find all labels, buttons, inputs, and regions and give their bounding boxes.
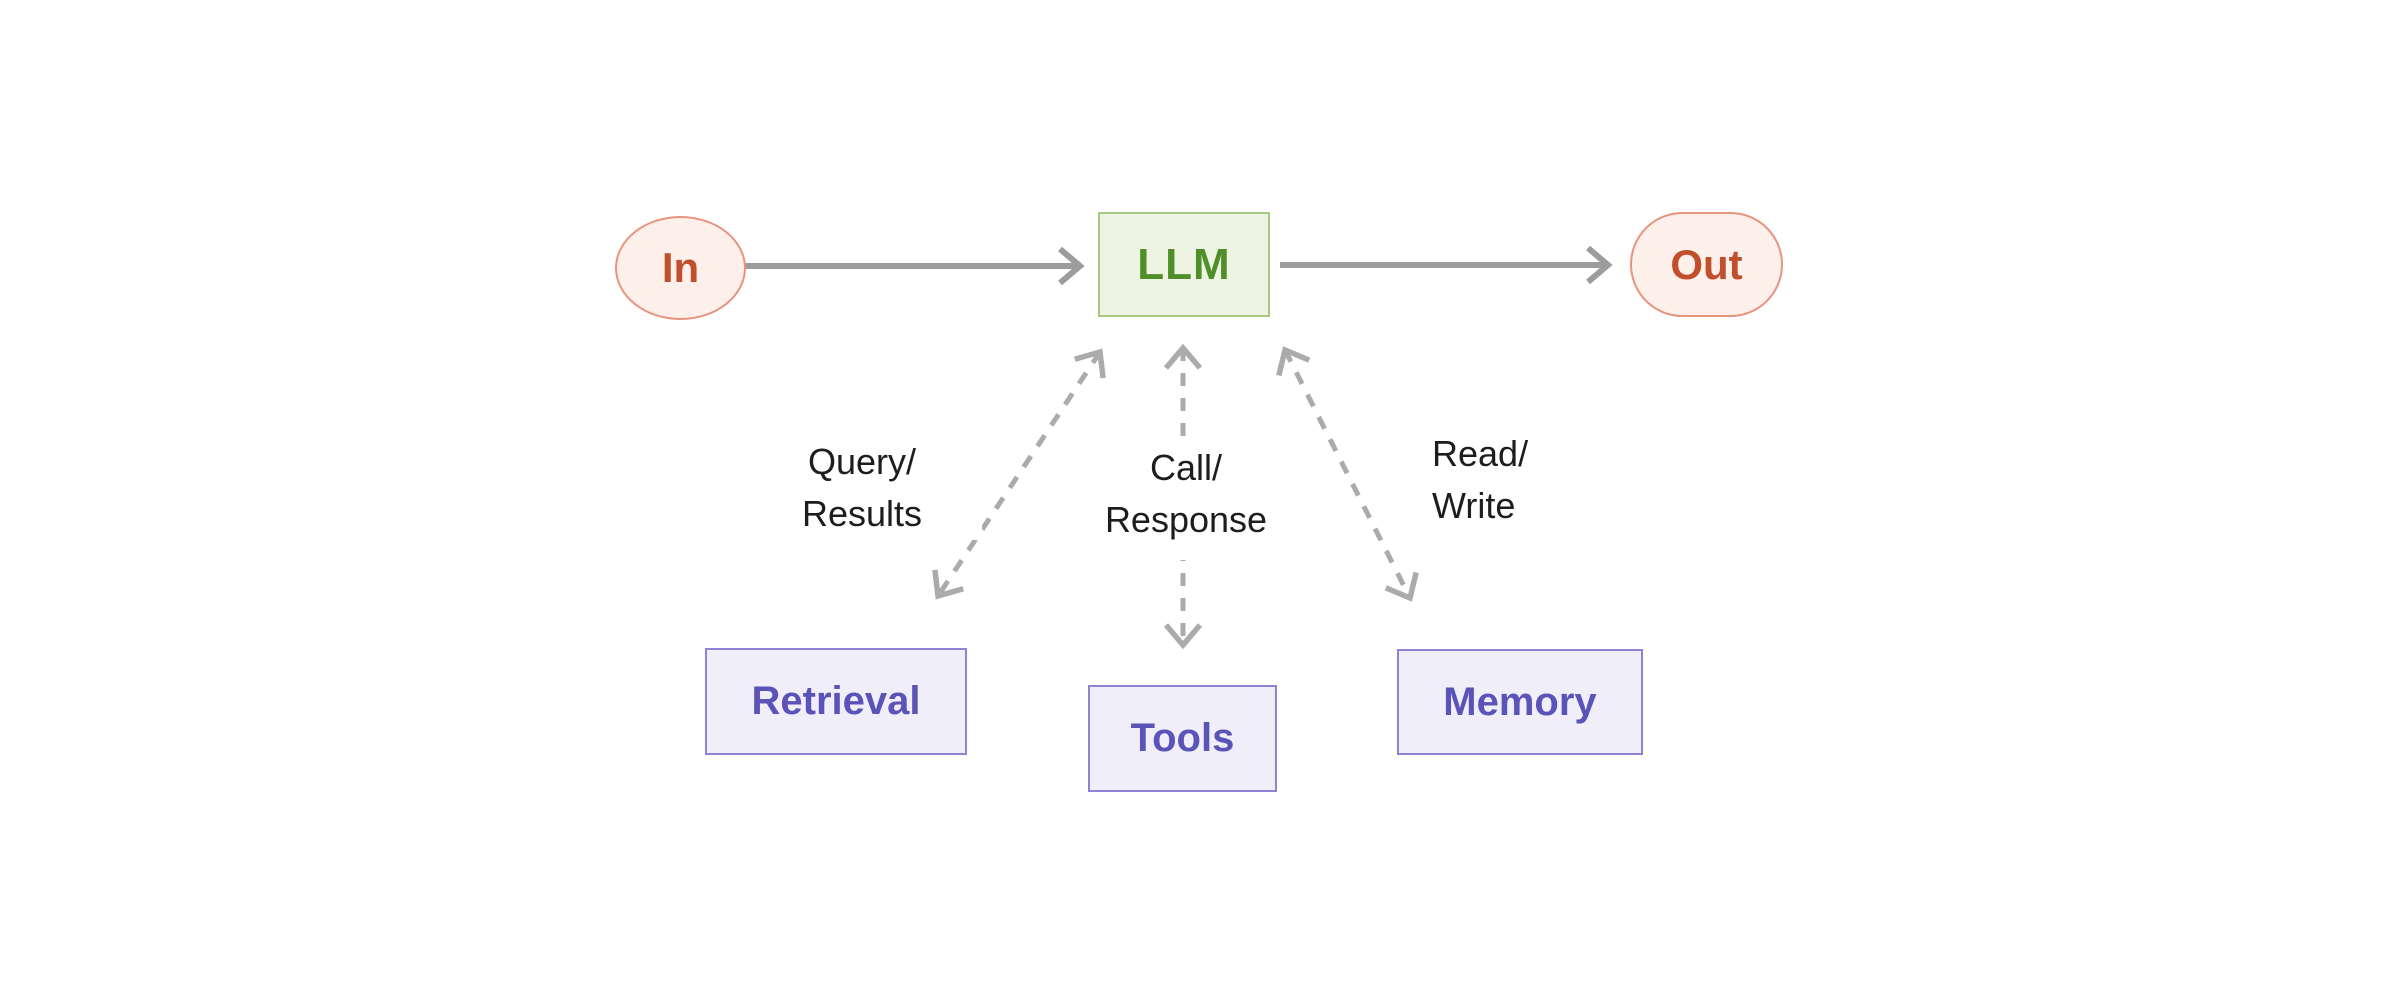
llm-node-label: LLM <box>1137 239 1231 289</box>
query-results-edge-label: Query/ Results <box>742 436 982 540</box>
out-node-label: Out <box>1670 240 1743 288</box>
call-response-line1: Call/ <box>1149 447 1223 488</box>
tools-node-label: Tools <box>1130 716 1235 760</box>
memory-node: Memory <box>1397 649 1643 755</box>
read-write-line2: Write <box>1432 485 1516 526</box>
memory-node-label: Memory <box>1443 679 1597 724</box>
in-node: In <box>615 216 746 320</box>
out-node: Out <box>1630 212 1783 317</box>
llm-memory-arrow <box>1276 346 1419 602</box>
retrieval-node: Retrieval <box>705 648 967 755</box>
call-response-edge-label: Call/ Response <box>1046 442 1326 560</box>
read-write-line1: Read/ <box>1432 433 1529 474</box>
query-results-line2: Results <box>801 493 923 534</box>
retrieval-node-label: Retrieval <box>751 679 921 723</box>
tools-node: Tools <box>1088 685 1277 792</box>
llm-node: LLM <box>1098 212 1270 317</box>
in-node-label: In <box>661 244 700 291</box>
query-results-line1: Query/ <box>807 441 917 482</box>
call-response-line2: Response <box>1104 499 1268 540</box>
read-write-edge-label: Read/ Write <box>1432 428 1602 532</box>
